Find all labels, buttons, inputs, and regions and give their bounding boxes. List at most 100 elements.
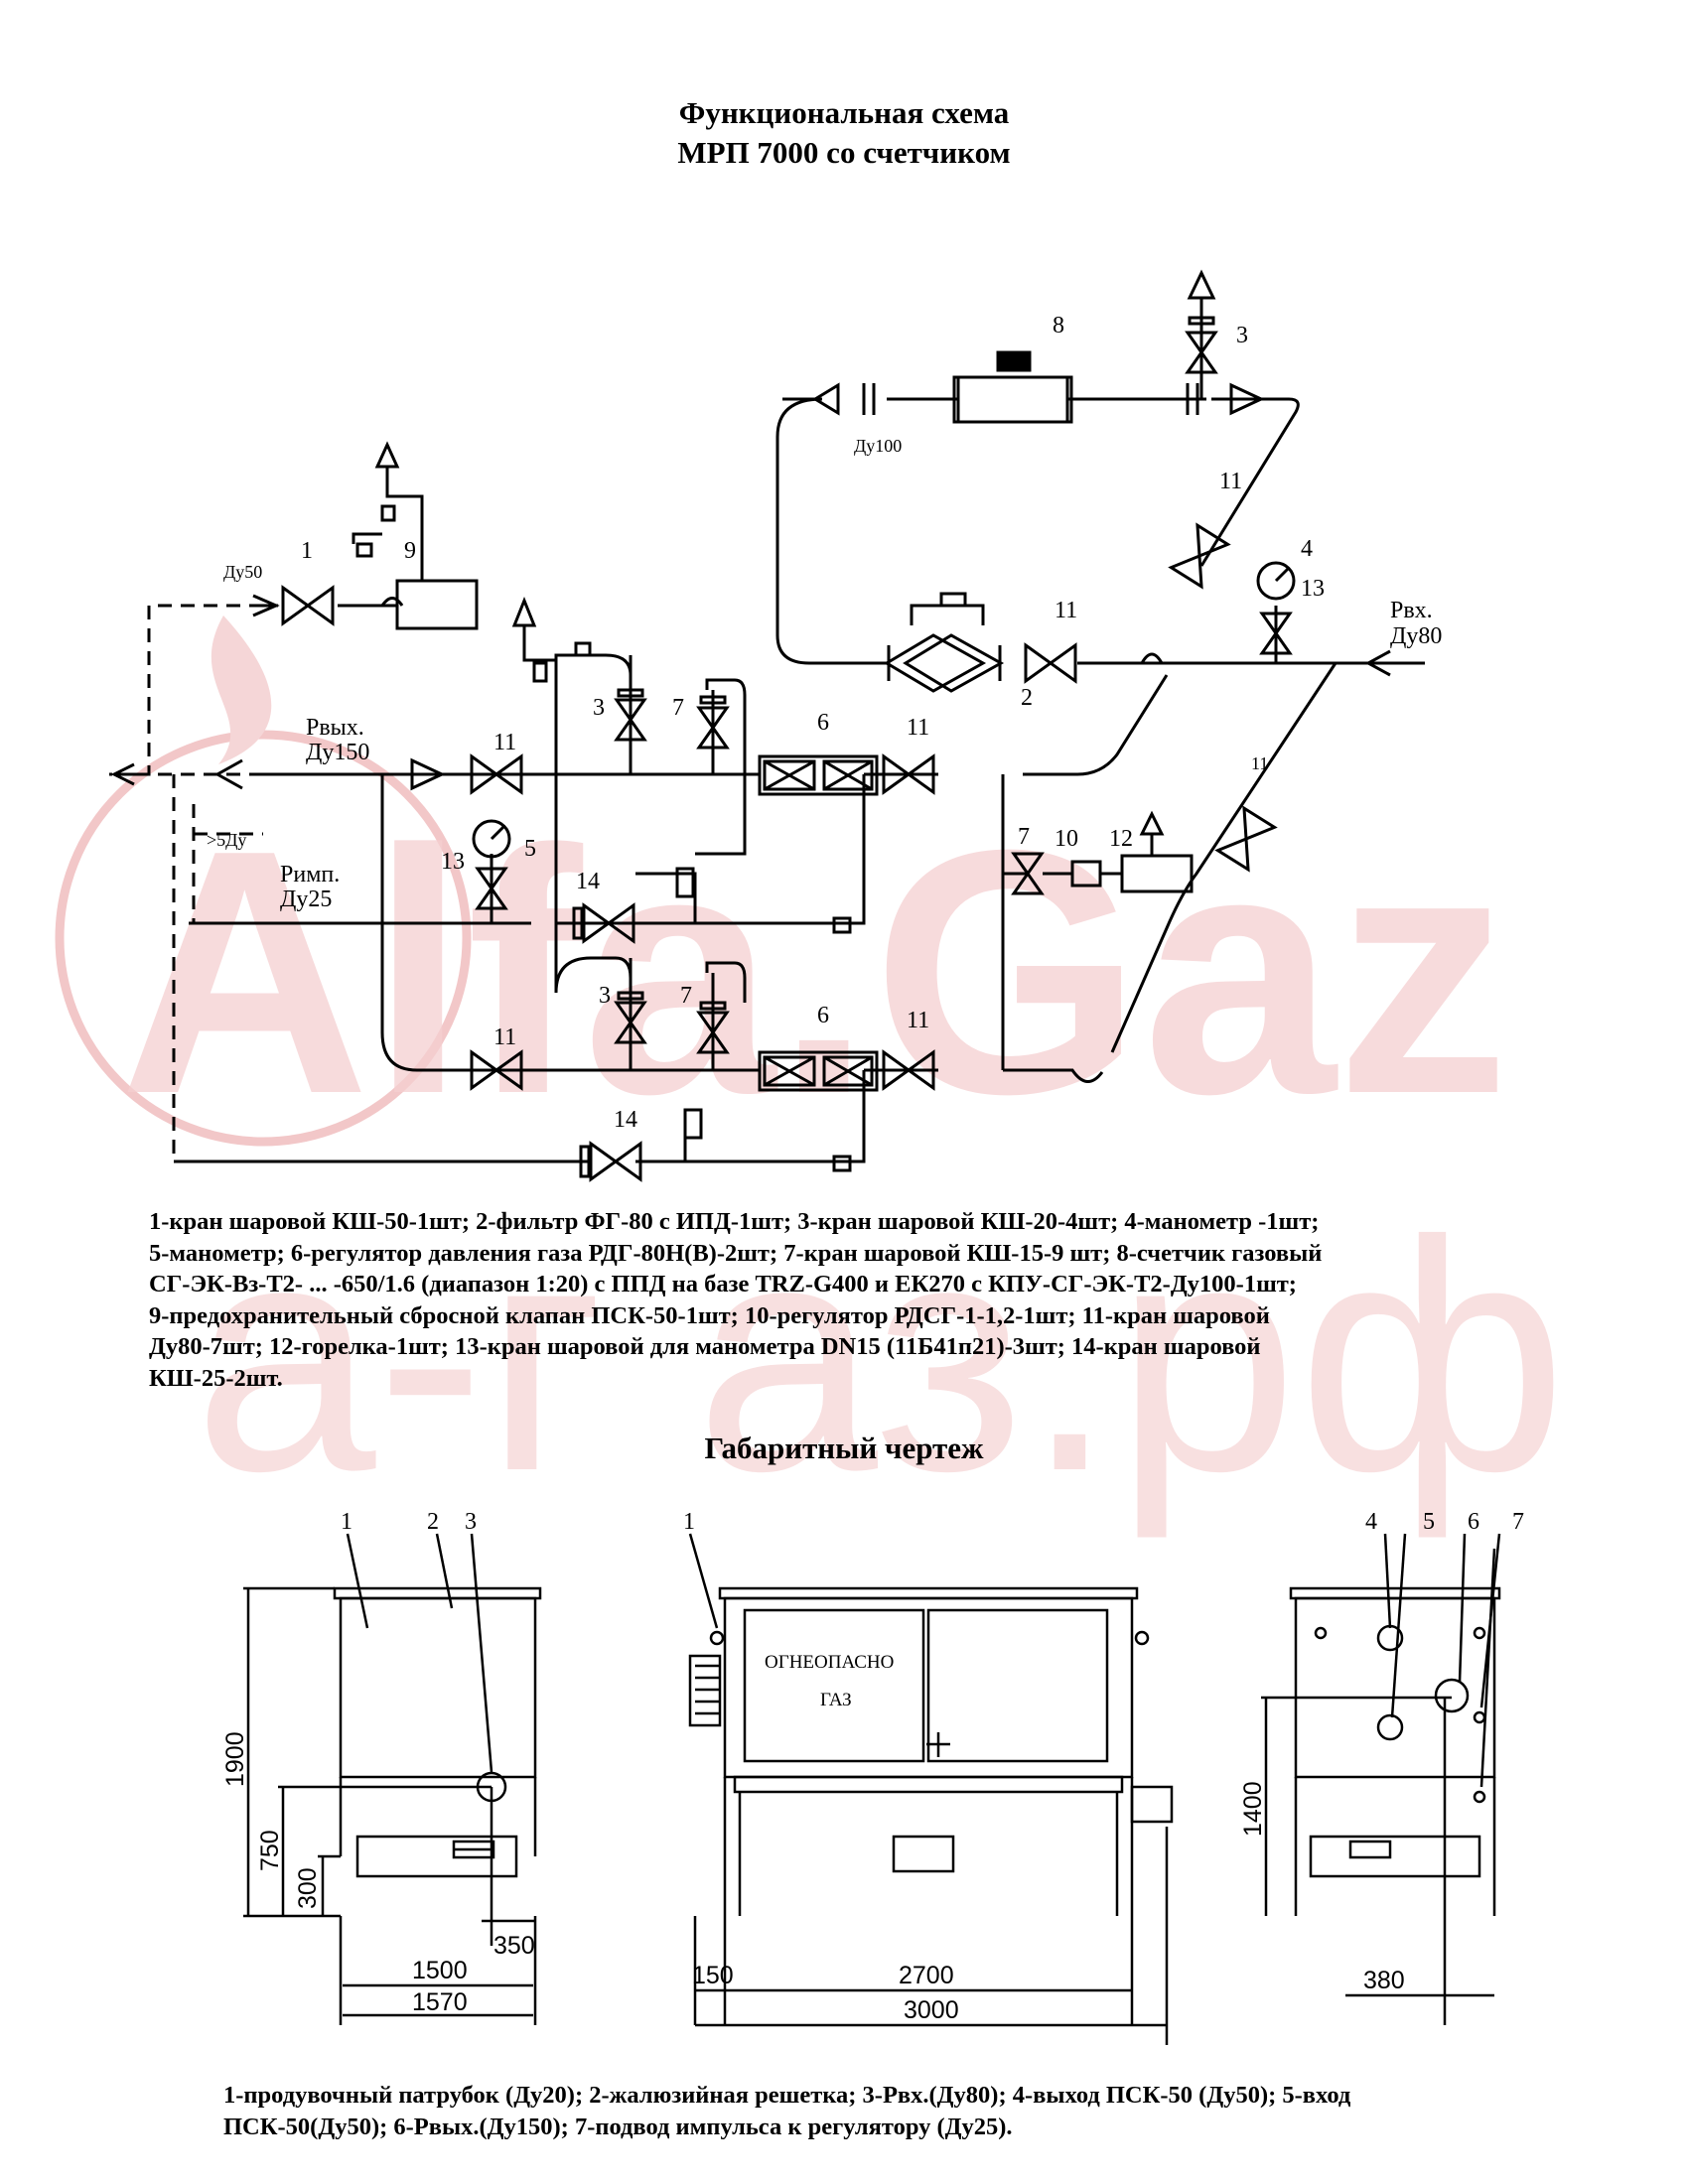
right-view-psk-in (1376, 1713, 1404, 1741)
num-5: 5 (524, 836, 536, 862)
dims-title: Габаритный чертеж (704, 1431, 984, 1465)
outlet-dn-label: Ду150 (306, 740, 369, 765)
gas-meter-body (956, 375, 1069, 424)
num-11-bottom-right: 11 (907, 1008, 929, 1033)
inlet-pipeline (1003, 652, 1425, 1083)
manometer-4 (1256, 561, 1296, 601)
vent-arrow-mid (511, 596, 537, 627)
num-3-bottom: 3 (599, 983, 611, 1009)
psk-9 (395, 579, 479, 630)
num-6-bottom: 6 (817, 1003, 829, 1028)
num-7-burner: 7 (1018, 824, 1030, 850)
num-4: 4 (1301, 536, 1313, 562)
scheme-legend-line5: Ду80-7шт; 12-горелка-1шт; 13-кран шарово… (149, 1333, 1261, 1360)
burner-vent-arrow (1139, 810, 1165, 836)
dims-legend-line2: ПСК-50(Ду50); 6-Рвых.(Ду150); 7-подвод и… (223, 2113, 1013, 2140)
dims-mid-num-1: 1 (683, 1509, 695, 1535)
outlet-header (263, 674, 1169, 1072)
dn50-label: Ду50 (223, 562, 262, 582)
right-view-outlet (1434, 1678, 1470, 1713)
dims-right-num-4: 4 (1365, 1509, 1377, 1535)
num-11-bottom-left: 11 (493, 1024, 516, 1050)
dim-2700: 2700 (899, 1962, 954, 1989)
page-title-line1: Функциональная схема (678, 95, 1010, 130)
outlet-check-arrow (410, 757, 446, 791)
warning-text-2: ГАЗ (820, 1690, 852, 1710)
dims-legend: 1-продувочный патрубок (Ду20); 2-жалюзий… (223, 2080, 1653, 2142)
regulator-10 (1070, 860, 1102, 887)
num-13-outlet: 13 (441, 849, 465, 875)
warning-text-1: ОГНЕОПАСНО (765, 1652, 894, 1673)
num-9: 9 (404, 538, 416, 564)
vent-flange-top-right (1186, 383, 1199, 415)
num-11-diag-upper: 11 (1219, 469, 1242, 494)
scheme-legend-line3: СГ-ЭК-Вз-Т2- ... -650/1.6 (диапазон 1:20… (149, 1271, 1297, 1297)
num-2: 2 (1021, 685, 1033, 711)
inlet-dn-label: Ду80 (1390, 623, 1442, 649)
vent-valve-top-stem (1188, 316, 1215, 326)
scheme-legend-line4: 9-предохранительный сбросной клапан ПСК-… (149, 1301, 1270, 1329)
filter-2 (884, 592, 1005, 693)
impulse-dashed (109, 604, 263, 1161)
dims-right-num-5: 5 (1423, 1509, 1435, 1535)
psk-inlet-arrow (252, 594, 280, 617)
dim-1500: 1500 (412, 1957, 468, 1984)
dims-left-num-1: 1 (341, 1509, 352, 1535)
psk-vent-arrow (374, 441, 400, 469)
bypass-arrow-left (812, 382, 840, 416)
dims-left-num-2: 2 (427, 1509, 439, 1535)
inlet-arrow (1364, 649, 1391, 677)
scheme-legend-line2: 5-манометр; 6-регулятор давления газа РД… (149, 1239, 1323, 1267)
scheme-legend-line1: 1-кран шаровой КШ-50-1шт; 2-фильтр ФГ-80… (149, 1208, 1320, 1235)
dim-1570: 1570 (412, 1988, 468, 2016)
num-8: 8 (1053, 313, 1064, 339)
num-13-inlet: 13 (1301, 576, 1325, 602)
dims-left-num-3: 3 (465, 1509, 477, 1535)
imp-p-label: Римп. (280, 862, 340, 887)
num-7-top: 7 (672, 695, 684, 721)
num-12: 12 (1109, 826, 1133, 852)
num-10: 10 (1055, 826, 1078, 852)
page-title-line2: МРП 7000 со счетчиком (677, 135, 1011, 170)
dims-right-num-6: 6 (1468, 1509, 1479, 1535)
inlet-p-label: Рвх. (1390, 598, 1433, 623)
num-7-bottom: 7 (680, 983, 692, 1009)
vent-arrow-top (1187, 269, 1216, 300)
num-11-diag-lower: 11 (1251, 753, 1268, 773)
regulator-6-bottom (758, 1050, 879, 1092)
valve-11-diag-upper (1168, 522, 1231, 590)
gas-meter-display (996, 350, 1032, 372)
dim-1400: 1400 (1239, 1781, 1267, 1837)
num-11-top-right: 11 (907, 715, 929, 741)
gas-meter-flange-r (1065, 375, 1073, 424)
gt5dn-label: >5Ду (207, 830, 246, 850)
dims-legend-line1: 1-продувочный патрубок (Ду20); 2-жалюзий… (223, 2082, 1351, 2109)
num-11-inlet: 11 (1055, 598, 1077, 623)
valve-11-diag-lower (1214, 805, 1278, 873)
burner-12 (1120, 854, 1194, 893)
dn100-label: Ду100 (854, 436, 902, 456)
scheme-legend: 1-кран шаровой КШ-50-1шт; 2-фильтр ФГ-80… (149, 1206, 1638, 1394)
gas-meter-flange-l (952, 375, 960, 424)
dim-150: 150 (692, 1962, 734, 1989)
imp-dn-label: Ду25 (280, 887, 332, 912)
num-14-bottom: 14 (614, 1107, 637, 1133)
num-6-top: 6 (817, 710, 829, 736)
num-3-top: 3 (1236, 323, 1248, 348)
scheme-legend-line6: КШ-25-2шт. (149, 1364, 283, 1392)
num-1: 1 (301, 538, 313, 564)
impulse-line (174, 774, 866, 1163)
dim-3000: 3000 (904, 1996, 959, 2024)
dim-350: 350 (493, 1932, 535, 1960)
num-14-top: 14 (576, 869, 600, 894)
check-arrow-right (1229, 382, 1265, 416)
dim-1900: 1900 (221, 1731, 249, 1787)
dims-drawings (243, 1533, 1501, 2045)
dim-750: 750 (256, 1830, 284, 1871)
regulator-6-top (758, 754, 879, 796)
dim-300: 300 (294, 1867, 322, 1909)
manometer-5 (472, 819, 511, 859)
num-3-mid: 3 (593, 695, 605, 721)
dims-right-num-7: 7 (1512, 1509, 1524, 1535)
